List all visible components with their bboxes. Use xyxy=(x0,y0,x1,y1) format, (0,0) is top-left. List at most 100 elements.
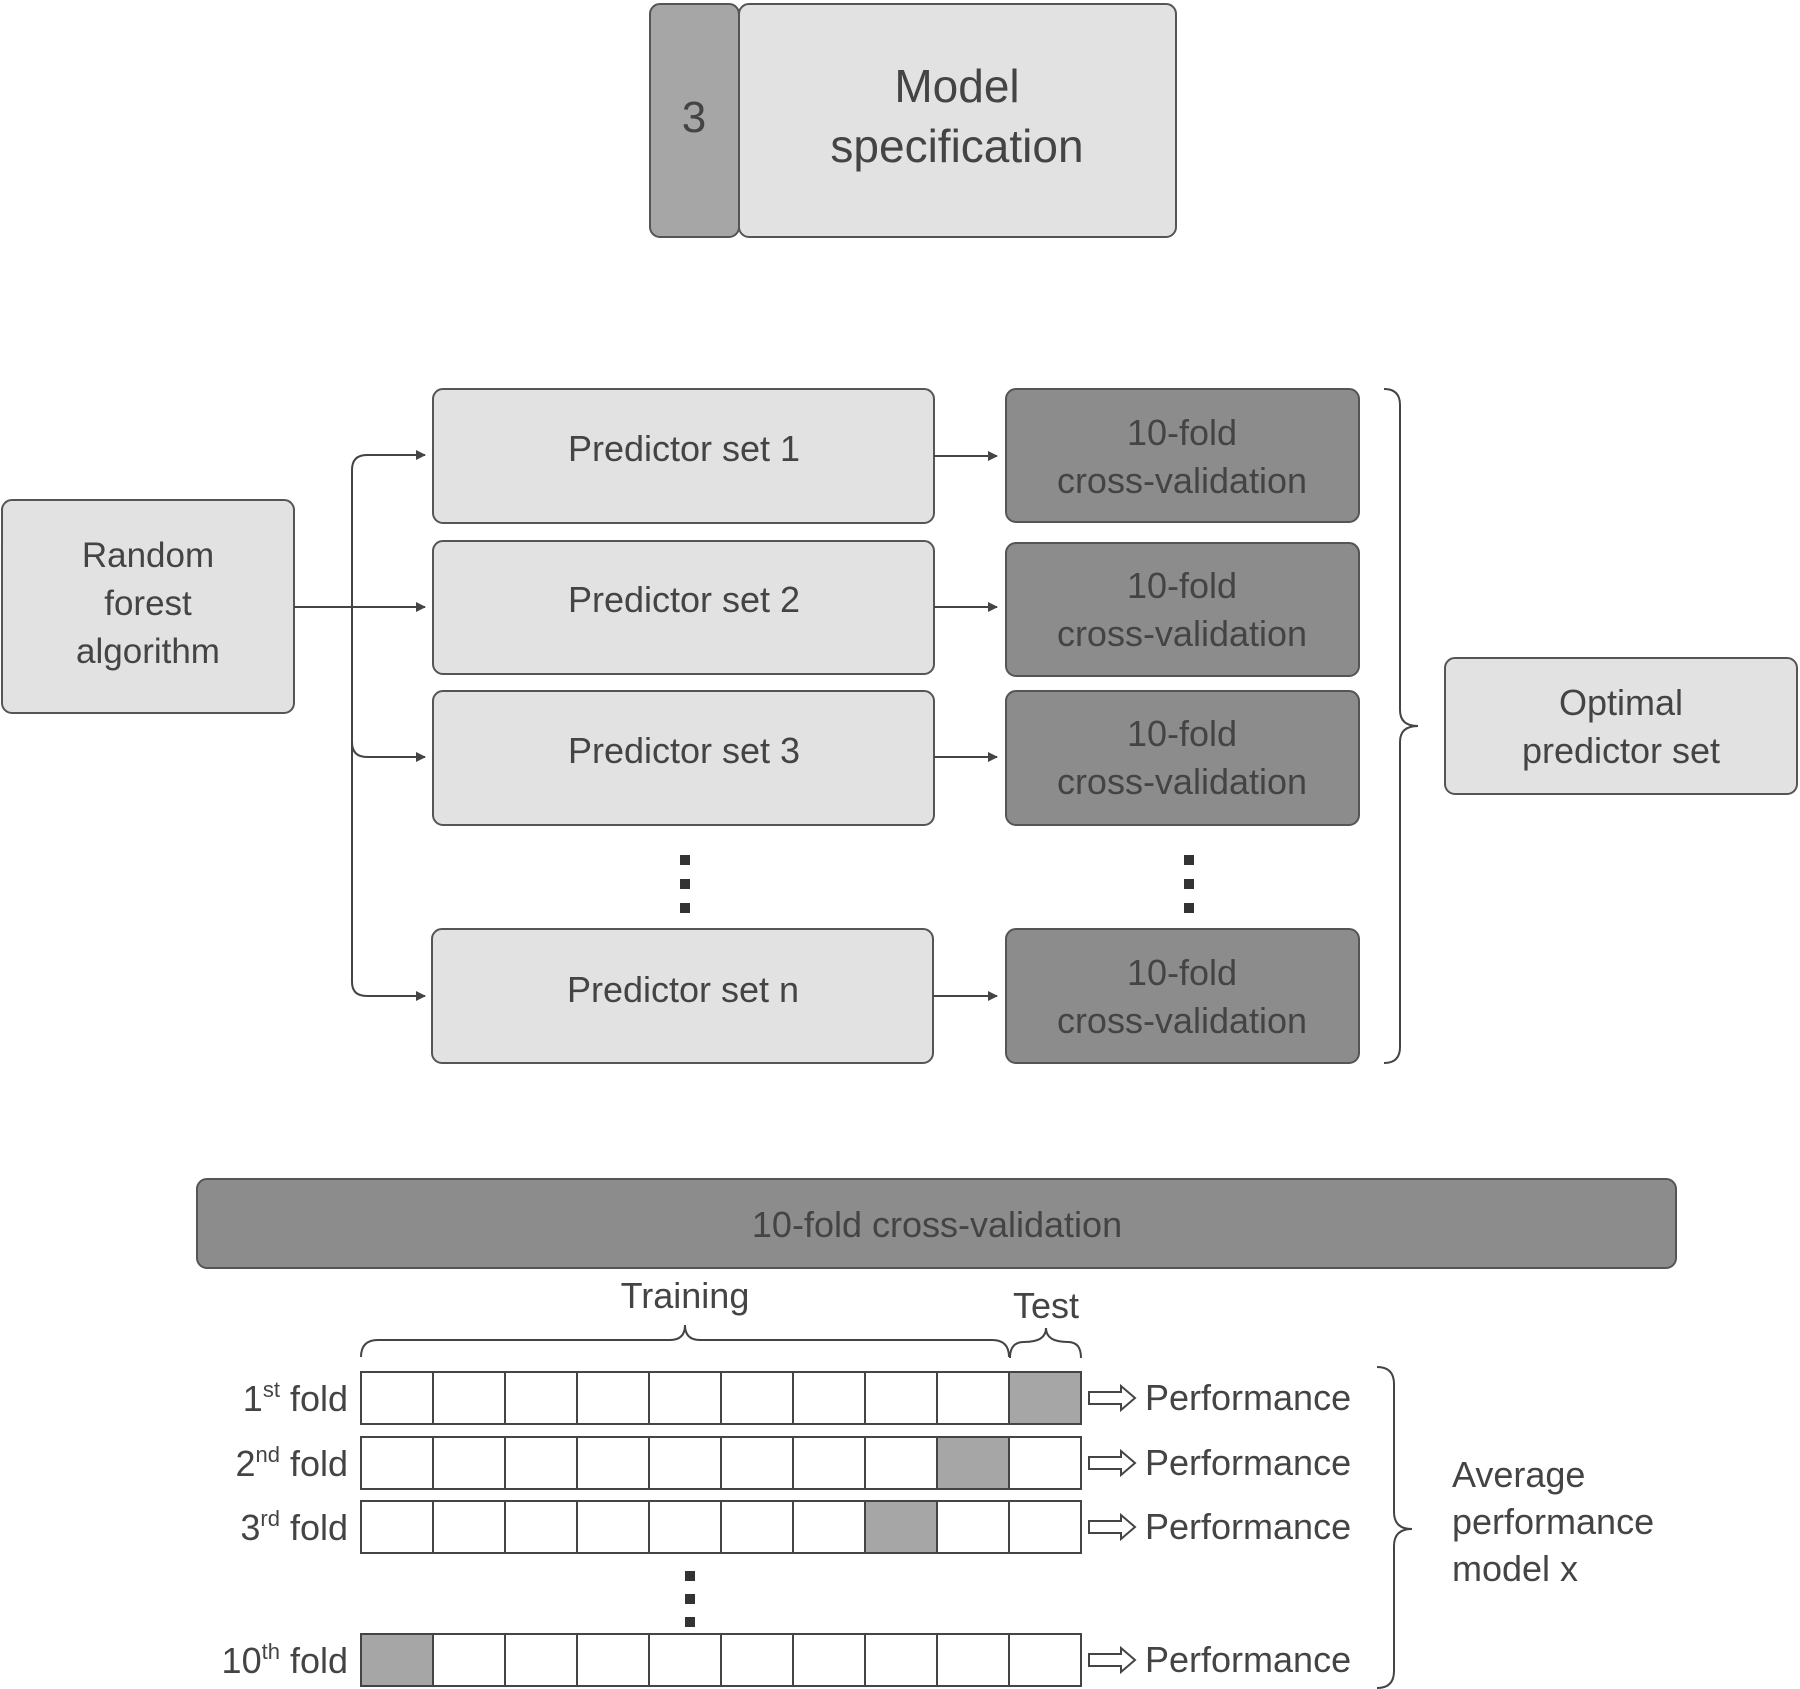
training-cell xyxy=(360,1500,434,1554)
predictor-row-3: Predictor set 3 10-fold cross-validation xyxy=(432,690,1360,826)
connector-to-set-3 xyxy=(351,741,426,762)
training-cell xyxy=(648,1633,722,1687)
average-line2: performance xyxy=(1452,1501,1654,1542)
training-cell xyxy=(1008,1500,1082,1554)
average-line1: Average xyxy=(1452,1454,1585,1495)
training-cell xyxy=(432,1436,506,1490)
hollow-arrow-icon xyxy=(1088,1512,1137,1542)
training-cell xyxy=(648,1371,722,1425)
predictor-set-label: Predictor set n xyxy=(567,969,799,1010)
cv-label-line2: cross-validation xyxy=(1057,613,1307,654)
ellipsis-folds xyxy=(685,1571,695,1627)
performance-label: Performance xyxy=(1145,1506,1351,1547)
optimal-box xyxy=(1444,657,1798,795)
cv-banner-label: 10-fold cross-validation xyxy=(752,1204,1122,1245)
fold-label: 2nd fold xyxy=(235,1442,348,1484)
cv-label-line1: 10-fold xyxy=(1127,565,1237,606)
training-cell xyxy=(504,1436,578,1490)
training-cell xyxy=(864,1436,938,1490)
test-cell xyxy=(864,1500,938,1554)
predictor-row-2: Predictor set 2 10-fold cross-validation xyxy=(432,540,1360,677)
training-cell xyxy=(576,1436,650,1490)
header-title-box xyxy=(738,3,1177,238)
training-cell xyxy=(864,1633,938,1687)
training-cell xyxy=(504,1633,578,1687)
optimal-block: Optimal predictor set xyxy=(1444,657,1798,795)
training-cell xyxy=(792,1436,866,1490)
training-label: Training xyxy=(621,1275,750,1316)
cv-banner-box xyxy=(196,1178,1677,1269)
test-brace xyxy=(1009,1327,1082,1359)
training-cell xyxy=(792,1633,866,1687)
predictor-row-n: Predictor set n 10-fold cross-validation xyxy=(431,928,1360,1064)
hollow-arrow-icon xyxy=(1088,1448,1137,1478)
training-cell xyxy=(1008,1633,1082,1687)
cv-box xyxy=(1005,690,1360,826)
fold-label: 1st fold xyxy=(243,1377,348,1419)
test-cell xyxy=(1008,1371,1082,1425)
training-cell xyxy=(504,1371,578,1425)
training-cell xyxy=(792,1371,866,1425)
training-cell xyxy=(648,1436,722,1490)
average-line3: model x xyxy=(1452,1548,1578,1589)
predictor-row-1: Predictor set 1 10-fold cross-validation xyxy=(432,388,1360,524)
training-cell xyxy=(576,1633,650,1687)
cv-label-line1: 10-fold xyxy=(1127,952,1237,993)
algorithm-connectors xyxy=(294,450,426,1001)
cv-label-line2: cross-validation xyxy=(1057,761,1307,802)
test-label: Test xyxy=(1013,1285,1079,1326)
optimal-line1: Optimal xyxy=(1559,682,1683,723)
header: 3 Model specification xyxy=(649,3,1177,238)
training-cell xyxy=(1008,1436,1082,1490)
predictor-set-label: Predictor set 1 xyxy=(568,428,800,469)
algorithm-block: Random forest algorithm xyxy=(1,499,295,714)
test-cell xyxy=(936,1436,1010,1490)
fold-label: 3rd fold xyxy=(240,1506,348,1548)
predictor-sets-brace xyxy=(1383,388,1419,1064)
performance-label: Performance xyxy=(1145,1639,1351,1680)
training-cell xyxy=(720,1371,794,1425)
test-cell xyxy=(360,1633,434,1687)
fold-row: 1st fold Performance xyxy=(243,1371,1351,1425)
ellipsis-predictor-column xyxy=(680,855,690,913)
training-cell xyxy=(432,1371,506,1425)
cv-banner: 10-fold cross-validation xyxy=(196,1178,1677,1269)
training-cell xyxy=(504,1500,578,1554)
cv-label-line1: 10-fold xyxy=(1127,412,1237,453)
predictor-set-label: Predictor set 3 xyxy=(568,730,800,771)
training-cell xyxy=(432,1500,506,1554)
training-cell xyxy=(720,1436,794,1490)
cv-label-line1: 10-fold xyxy=(1127,713,1237,754)
cv-label-line2: cross-validation xyxy=(1057,460,1307,501)
cv-label-line2: cross-validation xyxy=(1057,1000,1307,1041)
training-cell xyxy=(864,1371,938,1425)
training-cell xyxy=(720,1500,794,1554)
fold-row: 3rd fold Performance xyxy=(240,1500,1351,1554)
fold-label: 10th fold xyxy=(222,1639,348,1681)
predictor-set-label: Predictor set 2 xyxy=(568,579,800,620)
performance-label: Performance xyxy=(1145,1377,1351,1418)
header-title-line1: Model xyxy=(894,60,1019,112)
training-cell xyxy=(792,1500,866,1554)
cv-box xyxy=(1005,542,1360,677)
header-title-line2: specification xyxy=(830,120,1083,172)
ellipsis-cv-column xyxy=(1184,855,1194,913)
performance-label: Performance xyxy=(1145,1442,1351,1483)
fold-row: 2nd fold Performance xyxy=(235,1436,1351,1490)
algorithm-line3: algorithm xyxy=(76,632,220,671)
training-cell xyxy=(648,1500,722,1554)
optimal-line2: predictor set xyxy=(1522,730,1720,771)
step-number: 3 xyxy=(682,93,706,142)
training-cell xyxy=(360,1371,434,1425)
training-cell xyxy=(432,1633,506,1687)
training-cell xyxy=(936,1371,1010,1425)
algorithm-line1: Random xyxy=(82,536,214,575)
training-brace xyxy=(360,1324,1010,1358)
hollow-arrow-icon xyxy=(1088,1645,1137,1675)
folds-brace xyxy=(1376,1366,1413,1689)
fold-row: 10th fold Performance xyxy=(222,1633,1351,1687)
training-cell xyxy=(360,1436,434,1490)
cv-box xyxy=(1005,388,1360,523)
hollow-arrow-icon xyxy=(1088,1383,1137,1413)
